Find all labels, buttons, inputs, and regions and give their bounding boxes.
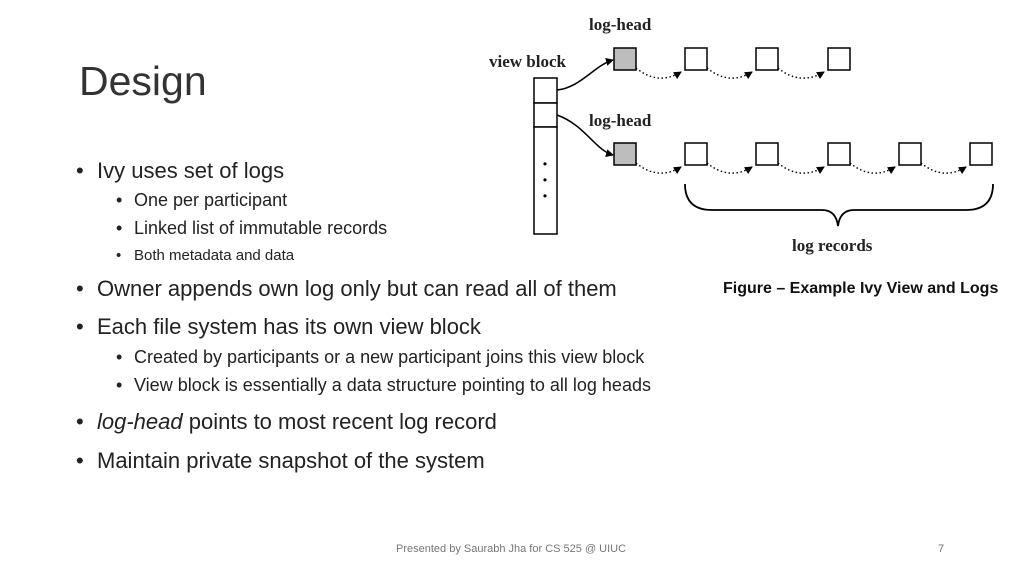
sub-bullet-item: •Created by participants or a new partic… xyxy=(116,347,645,367)
log-head-label-top: log-head xyxy=(589,15,652,34)
sub-bullet-item: •View block is essentially a data struct… xyxy=(116,375,651,395)
log-record-box xyxy=(827,47,851,71)
link-arrow xyxy=(635,67,682,80)
log-record-box xyxy=(898,142,922,166)
figure-caption: Figure – Example Ivy View and Logs xyxy=(723,280,999,297)
bullet-item: •Ivy uses set of logs xyxy=(76,158,285,183)
sub-bullet-item: •Linked list of immutable records xyxy=(116,218,388,238)
bullet-item: •Each file system has its own view block xyxy=(76,314,481,339)
log-record-box xyxy=(684,47,708,71)
link-arrow xyxy=(849,162,896,175)
link-arrow xyxy=(777,67,825,79)
view-block: • • • xyxy=(533,77,558,235)
view-block-label: view block xyxy=(489,52,567,71)
sub-bullet-item: •Both metadata and data xyxy=(116,247,295,264)
log-record-box xyxy=(969,142,993,166)
log-record-box xyxy=(684,142,708,166)
bullet-item: •Maintain private snapshot of the system xyxy=(76,448,485,473)
log-record-box xyxy=(827,142,851,166)
ellipsis-dot: • xyxy=(543,157,547,171)
bullet-item: •log-head points to most recent log reco… xyxy=(76,409,497,434)
log-chain-top xyxy=(613,47,851,80)
bullet-item: •Owner appends own log only but can read… xyxy=(76,276,617,301)
link-arrow xyxy=(920,162,967,175)
sub-bullet-item: •One per participant xyxy=(116,190,288,210)
link-arrow xyxy=(706,67,753,80)
log-records-brace xyxy=(684,183,994,227)
log-head-box xyxy=(613,47,637,71)
log-head-label-bottom: log-head xyxy=(589,111,652,130)
link-arrow xyxy=(635,162,682,175)
ellipsis-dot: • xyxy=(543,173,547,187)
link-arrow xyxy=(777,162,825,174)
log-record-box xyxy=(755,47,779,71)
log-records-label: log records xyxy=(792,236,873,255)
link-arrow xyxy=(706,162,753,175)
pointer-arrow xyxy=(556,58,614,91)
ellipsis-dot: • xyxy=(543,189,547,203)
pointer-arrow xyxy=(556,114,614,157)
slide-title: Design xyxy=(79,58,207,104)
page-number: 7 xyxy=(938,543,945,555)
log-head-box xyxy=(613,142,637,166)
italic-term: log-head xyxy=(97,409,183,434)
slide-footer: Presented by Saurabh Jha for CS 525 @ UI… xyxy=(396,543,627,555)
log-record-box xyxy=(755,142,779,166)
log-chain-bottom xyxy=(613,142,993,175)
